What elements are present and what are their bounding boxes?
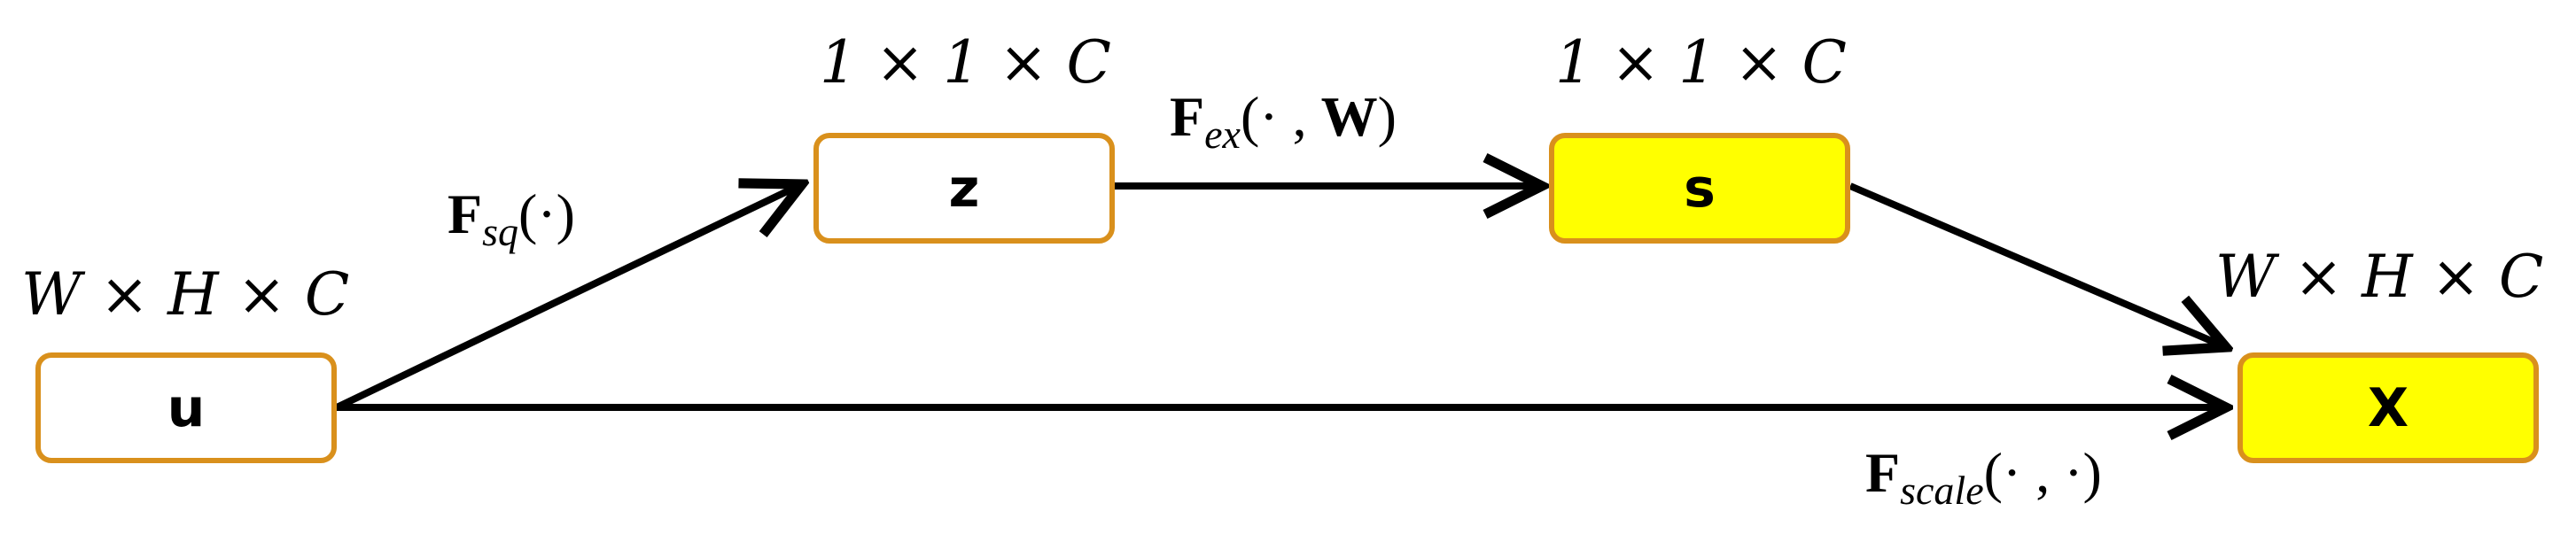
op-scale-args: (· , ·) (1983, 441, 2102, 504)
op-squeeze-args: (·) (518, 182, 575, 245)
dims-u: W × H × C (21, 260, 350, 329)
node-x-label: X (2367, 376, 2409, 439)
dims-z: 1 × 1 × C (820, 28, 1112, 97)
node-z-label: z (948, 157, 980, 220)
node-x: X (2237, 352, 2539, 463)
node-s-label: s (1684, 157, 1716, 220)
arrow-s-to-x (1848, 182, 2226, 347)
op-squeeze: Fsq(·) (447, 186, 575, 252)
op-excitation-symbol: F (1170, 85, 1205, 148)
op-scale: Fscale(· , ·) (1865, 445, 2102, 511)
node-s: s (1549, 133, 1850, 244)
dims-x: W × H × C (2215, 243, 2544, 311)
op-squeeze-sub: sq (482, 209, 518, 254)
node-u-label: u (167, 376, 206, 439)
dims-s: 1 × 1 × C (1555, 28, 1848, 97)
op-squeeze-symbol: F (447, 182, 483, 245)
op-excitation-args-open: (· , (1240, 85, 1321, 148)
op-excitation: Fex(· , W) (1170, 89, 1397, 155)
op-scale-sub: scale (1900, 468, 1984, 513)
node-u: u (35, 352, 337, 463)
op-excitation-weights: W (1320, 85, 1378, 148)
op-scale-symbol: F (1865, 441, 1901, 504)
arrow-u-to-z (335, 184, 802, 411)
op-excitation-sub: ex (1204, 112, 1241, 157)
op-excitation-args-close: ) (1377, 85, 1397, 148)
node-z: z (813, 133, 1115, 244)
